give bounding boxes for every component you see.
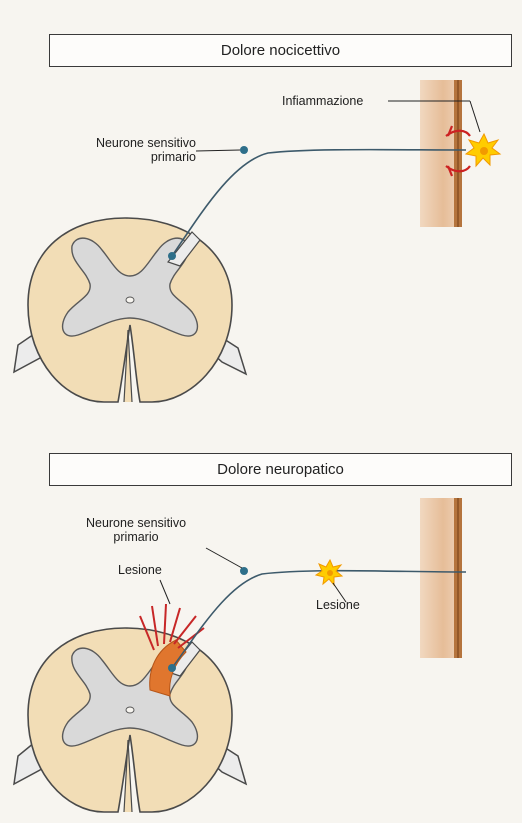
leader-neuron-bottom xyxy=(206,548,242,568)
neuron-cell-body-bottom xyxy=(240,567,248,575)
leader-neuron-top xyxy=(196,150,240,151)
skin-tissue-top xyxy=(420,80,462,227)
label-primary-sensory-neuron-top: Neurone sensitivo primario xyxy=(60,136,196,164)
spinal-cord-top xyxy=(14,218,246,402)
neuron-cell-body-top xyxy=(240,146,248,154)
label-lesion-cord: Lesione xyxy=(118,563,162,577)
neuron-terminal-bottom xyxy=(168,664,176,672)
label-lesion-periphery: Lesione xyxy=(316,598,360,612)
skin-tissue-bottom xyxy=(420,498,462,658)
label-inflammation: Infiammazione xyxy=(282,94,363,108)
neuron-terminal-top xyxy=(168,252,176,260)
spinal-cord-bottom xyxy=(14,628,246,812)
label-primary-sensory-neuron-bottom: Neurone sensitivo primario xyxy=(66,516,206,544)
title-neuropathic-pain: Dolore neuropatico xyxy=(49,453,512,486)
leader-lesion-cord xyxy=(160,580,170,604)
